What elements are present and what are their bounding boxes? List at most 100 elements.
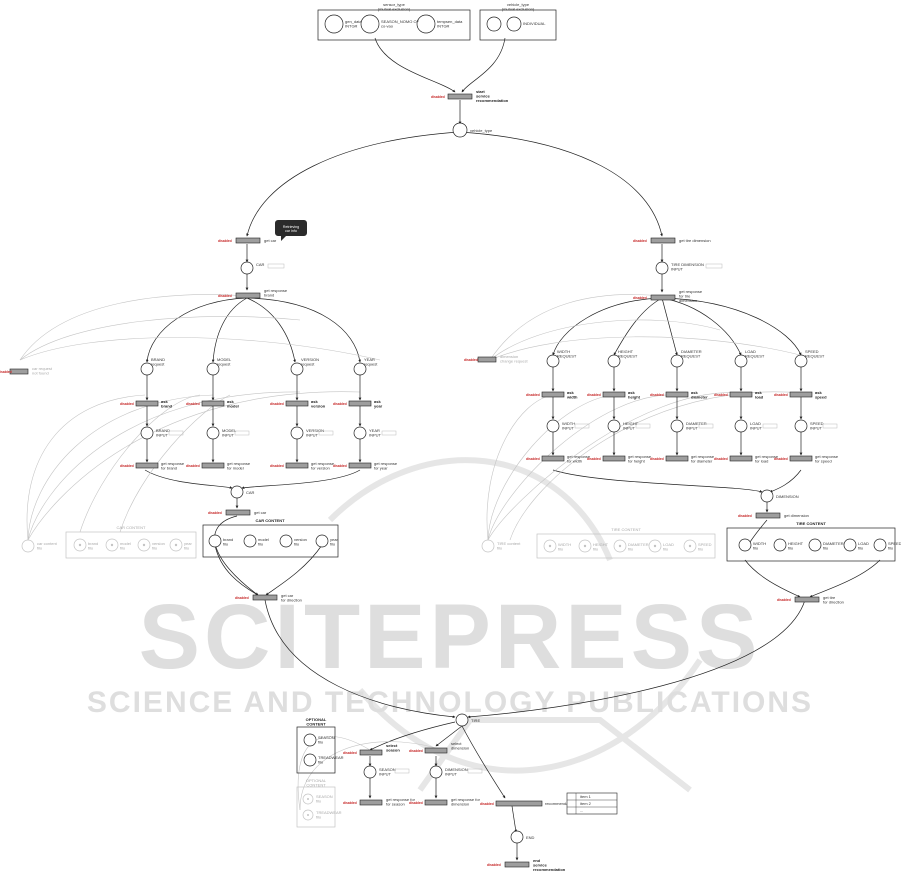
content-slot-place	[773, 538, 787, 552]
right-merge-transition-label: get dimension	[784, 513, 809, 518]
vehicle-box-title: vehicle_type(mutual exclusion)	[502, 2, 535, 12]
disabled-label: disabled	[633, 296, 647, 300]
right-branch: disabled get tire dimension TIRE DIMENSI…	[464, 237, 901, 605]
disabled-label: disabled	[218, 239, 232, 243]
car-content-grey-title: CAR CONTENT	[117, 525, 146, 530]
disabled-label: disabled	[186, 464, 200, 468]
tire-dimension-transition-label: get tire dimension	[679, 238, 711, 243]
get-car-transition: disabled get car	[218, 237, 277, 244]
content-slot-place	[843, 538, 857, 552]
token-dot	[583, 544, 587, 548]
tire-content-title: TIRE CONTENT	[796, 521, 826, 526]
disabled-label: disabled	[208, 511, 222, 515]
disabled-label: disabled	[480, 802, 494, 806]
tire-place-label: TIRE	[471, 718, 480, 723]
left-merge-place: CAR	[230, 485, 255, 499]
disabled-label: disabled	[774, 457, 788, 461]
right-merge-transition: disabled get dimension	[738, 512, 809, 519]
disabled-label: disabled	[409, 801, 423, 805]
disabled-label: disabled	[464, 358, 478, 362]
content-slot-place	[243, 534, 257, 548]
sensor-box-title: sensor_type(mutual exclusion)	[378, 2, 411, 12]
disabled-label: disabled	[526, 457, 540, 461]
disabled-label: disabled	[343, 751, 357, 755]
disabled-label: disabled	[0, 370, 12, 374]
disabled-label: disabled	[333, 464, 347, 468]
left-merge-transition: disabled get car	[208, 509, 267, 516]
tire-place: TIRE	[455, 713, 480, 727]
content-slot-place	[279, 534, 293, 548]
disabled-label: disabled	[526, 393, 540, 397]
content-slot-place	[873, 538, 887, 552]
car-place: CAR	[240, 261, 285, 275]
legend-row: item 2	[580, 801, 592, 806]
right-merge-place: DIMENSION	[760, 489, 799, 503]
token-dot	[174, 543, 178, 547]
disabled-label: disabled	[343, 801, 357, 805]
vehicle-place-label: INDIVIDUAL	[523, 21, 546, 26]
